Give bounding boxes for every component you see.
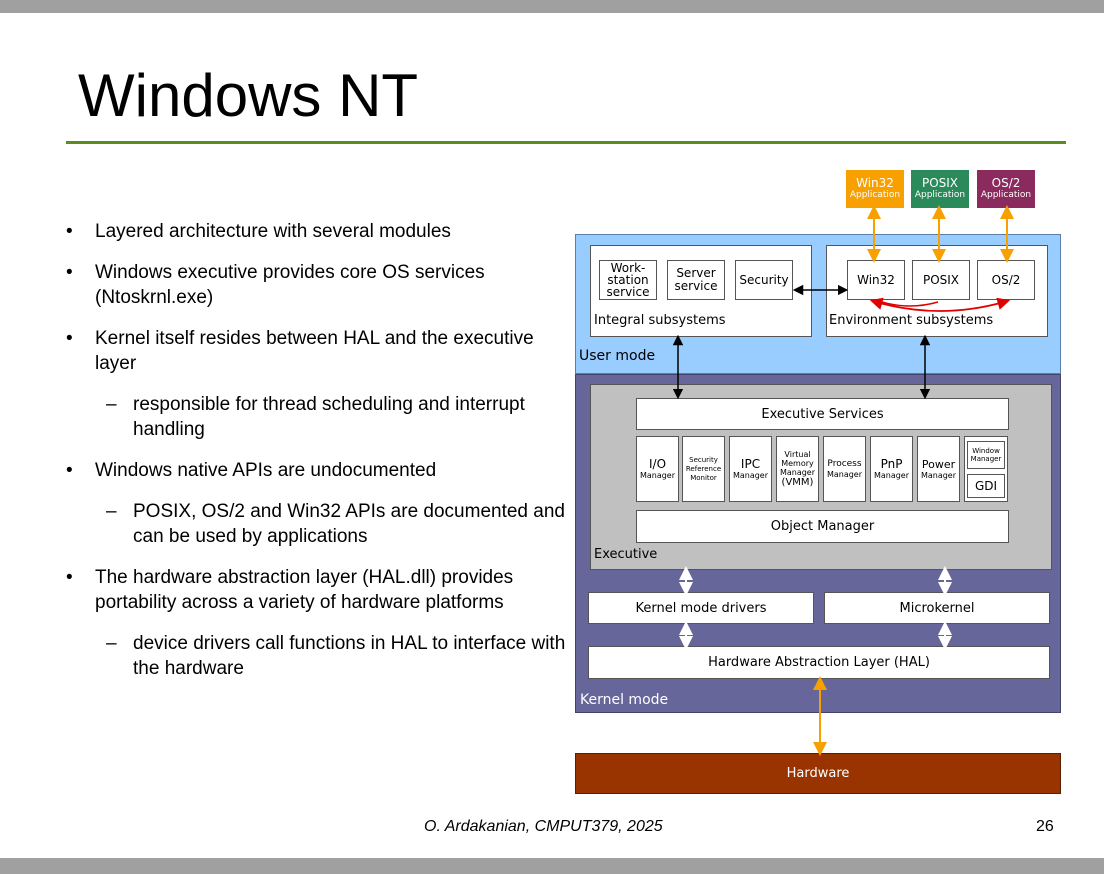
io-manager-box: I/O Manager (636, 436, 679, 502)
hal-box: Hardware Abstraction Layer (HAL) (588, 646, 1050, 679)
footer-author: O. Ardakanian, CMPUT379, 2025 (424, 818, 663, 835)
user-mode-label: User mode (579, 348, 656, 364)
gdi-box: GDI (967, 474, 1005, 498)
env-win32-box: Win32 (847, 260, 905, 300)
top-bar (0, 0, 1104, 13)
bullet-item: The hardware abstraction layer (HAL.dll)… (66, 565, 566, 615)
pnp-manager-box: PnP Manager (870, 436, 913, 502)
bullet-list: Layered architecture with several module… (66, 219, 566, 697)
bullet-item: Kernel itself resides between HAL and th… (66, 326, 566, 376)
process-manager-box: Process Manager (823, 436, 866, 502)
power-manager-box: Power Manager (917, 436, 960, 502)
bullet-item: Layered architecture with several module… (66, 219, 566, 244)
sub-bullet-item: responsible for thread scheduling and in… (66, 392, 566, 442)
kernel-mode-label: Kernel mode (580, 692, 669, 708)
executive-label: Executive (594, 547, 658, 562)
arrow-red-win32-os2 (869, 297, 1011, 312)
bullet-item: Windows native APIs are undocumented (66, 458, 566, 483)
server-service-box: Server service (667, 260, 725, 300)
security-box: Security (735, 260, 793, 300)
title-underline (66, 141, 1066, 144)
env-posix-box: POSIX (912, 260, 970, 300)
slide-title: Windows NT (78, 62, 419, 129)
ipc-manager-box: IPC Manager (729, 436, 772, 502)
microkernel-box: Microkernel (824, 592, 1050, 624)
app-win32: Win32 Application (846, 170, 904, 208)
environment-subsystems-label: Environment subsystems (829, 313, 994, 328)
integral-subsystems-label: Integral subsystems (594, 313, 726, 328)
bottom-bar (0, 858, 1104, 874)
nt-architecture-diagram: Win32 Application POSIX Application OS/2… (560, 160, 1080, 810)
kernel-mode-drivers-box: Kernel mode drivers (588, 592, 814, 624)
executive-services-box: Executive Services (636, 398, 1009, 430)
sub-bullet-item: device drivers call functions in HAL to … (66, 631, 566, 681)
sub-bullet-item: POSIX, OS/2 and Win32 APIs are documente… (66, 499, 566, 549)
bullet-item: Windows executive provides core OS servi… (66, 260, 566, 310)
arrow-red-win32-posix (881, 301, 939, 307)
window-manager-box: Window Manager (967, 441, 1005, 469)
virtual-memory-manager-box: Virtual Memory Manager (VMM) (776, 436, 819, 502)
diagram-arrows (672, 205, 1014, 756)
page-number: 26 (1036, 818, 1054, 835)
app-os2: OS/2 Application (977, 170, 1035, 208)
object-manager-box: Object Manager (636, 510, 1009, 543)
app-posix: POSIX Application (911, 170, 969, 208)
security-reference-monitor-box: Security Reference Monitor (682, 436, 725, 502)
workstation-service-box: Work- station service (599, 260, 657, 300)
hardware-box: Hardware (575, 753, 1061, 794)
